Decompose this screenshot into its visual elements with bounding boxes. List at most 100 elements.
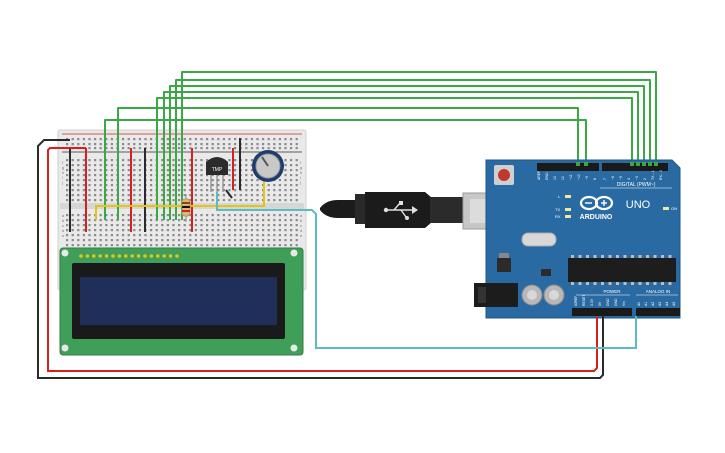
chip-pin bbox=[608, 255, 612, 258]
breadboard-hole bbox=[82, 224, 85, 227]
breadboard-hole bbox=[138, 174, 141, 177]
breadboard-hole bbox=[110, 169, 113, 172]
breadboard-hole bbox=[267, 239, 270, 242]
resistor[interactable] bbox=[181, 194, 191, 222]
breadboard-hole bbox=[116, 234, 119, 237]
breadboard-hole bbox=[284, 244, 287, 247]
breadboard-hole bbox=[273, 199, 276, 202]
breadboard-hole bbox=[267, 199, 270, 202]
analog-pin-label: A0 bbox=[637, 302, 641, 306]
chip-pin bbox=[601, 282, 604, 285]
breadboard-hole bbox=[250, 189, 253, 192]
digital-pin-label: 13 bbox=[553, 176, 557, 180]
breadboard-hole bbox=[71, 194, 74, 197]
breadboard-hole bbox=[71, 184, 74, 187]
breadboard-hole bbox=[222, 244, 225, 247]
breadboard-hole bbox=[77, 214, 80, 217]
breadboard-hole bbox=[133, 214, 136, 217]
breadboard-hole bbox=[194, 143, 197, 146]
breadboard-hole bbox=[178, 179, 181, 182]
breadboard-hole bbox=[161, 194, 164, 197]
digital-pin-label: ~10 bbox=[577, 174, 581, 180]
breadboard-hole bbox=[127, 239, 130, 242]
breadboard-hole bbox=[99, 239, 102, 242]
wire-gnd-black[interactable] bbox=[37, 139, 604, 379]
breadboard-hole bbox=[138, 184, 141, 187]
breadboard-hole bbox=[239, 219, 242, 222]
breadboard-hole bbox=[116, 219, 119, 222]
breadboard-hole bbox=[66, 169, 69, 172]
digital-pin-label: 7 bbox=[603, 178, 607, 180]
breadboard-hole bbox=[222, 219, 225, 222]
breadboard-hole bbox=[161, 164, 164, 167]
breadboard-hole bbox=[150, 189, 153, 192]
breadboard-hole bbox=[77, 244, 80, 247]
wire-green-5[interactable] bbox=[156, 97, 633, 220]
breadboard-hole bbox=[172, 179, 175, 182]
breadboard-hole bbox=[166, 189, 169, 192]
breadboard-hole bbox=[256, 179, 259, 182]
breadboard-hole bbox=[295, 239, 298, 242]
breadboard-hole bbox=[295, 169, 298, 172]
wire-green-1[interactable] bbox=[181, 71, 657, 220]
breadboard-hole bbox=[110, 147, 113, 150]
digital-pin-label: RX←0 bbox=[659, 170, 663, 180]
breadboard-hole bbox=[66, 164, 69, 167]
breadboard-hole bbox=[262, 234, 265, 237]
breadboard-hole bbox=[127, 147, 130, 150]
breadboard-hole bbox=[71, 229, 74, 232]
tmp-sensor[interactable]: TMP bbox=[206, 157, 228, 192]
breadboard-hole bbox=[200, 189, 203, 192]
breadboard-hole bbox=[133, 194, 136, 197]
breadboard-hole bbox=[239, 229, 242, 232]
breadboard-hole bbox=[178, 194, 181, 197]
potentiometer[interactable] bbox=[252, 150, 284, 182]
breadboard-hole bbox=[183, 159, 186, 162]
breadboard-hole bbox=[88, 164, 91, 167]
breadboard-hole bbox=[217, 184, 220, 187]
breadboard-hole bbox=[88, 224, 91, 227]
breadboard-hole bbox=[267, 219, 270, 222]
arduino-model: UNO bbox=[626, 199, 651, 211]
wire-5v-red[interactable] bbox=[47, 147, 598, 372]
digital-pin-label: 8 bbox=[593, 178, 597, 180]
breadboard-hole bbox=[110, 229, 113, 232]
power-pin-label: GND bbox=[606, 298, 610, 306]
breadboard-hole bbox=[189, 164, 192, 167]
breadboard-hole bbox=[295, 184, 298, 187]
breadboard-hole bbox=[127, 184, 130, 187]
wire-green-2[interactable] bbox=[175, 79, 651, 220]
breadboard-hole bbox=[94, 147, 97, 150]
digital-pin-label: AREF bbox=[537, 171, 541, 180]
breadboard-hole bbox=[295, 244, 298, 247]
breadboard-hole bbox=[278, 179, 281, 182]
breadboard-hole bbox=[250, 143, 253, 146]
breadboard-hole bbox=[228, 239, 231, 242]
breadboard-hole bbox=[239, 224, 242, 227]
breadboard-hole bbox=[133, 159, 136, 162]
wire-green-7[interactable] bbox=[104, 119, 587, 220]
breadboard-hole bbox=[161, 169, 164, 172]
wire-green-3[interactable] bbox=[169, 85, 645, 220]
lcd-module[interactable] bbox=[59, 247, 304, 356]
breadboard-hole bbox=[88, 199, 91, 202]
chip-pin bbox=[586, 282, 589, 285]
wire-tmp-signal-cyan[interactable] bbox=[216, 192, 637, 349]
wire-green-4[interactable] bbox=[163, 91, 639, 220]
wire-green-6[interactable] bbox=[117, 107, 579, 220]
breadboard-hole bbox=[94, 189, 97, 192]
breadboard-hole bbox=[256, 199, 259, 202]
breadboard-hole bbox=[105, 224, 108, 227]
breadboard-hole bbox=[99, 174, 102, 177]
breadboard-hole bbox=[166, 219, 169, 222]
breadboard-row-letter: a bbox=[62, 213, 65, 218]
breadboard-hole bbox=[183, 239, 186, 242]
digital-header-left bbox=[537, 163, 599, 171]
breadboard-hole bbox=[194, 239, 197, 242]
breadboard-hole bbox=[211, 219, 214, 222]
breadboard-hole bbox=[71, 219, 74, 222]
breadboard-hole bbox=[262, 229, 265, 232]
breadboard-hole bbox=[228, 234, 231, 237]
breadboard-hole bbox=[222, 234, 225, 237]
